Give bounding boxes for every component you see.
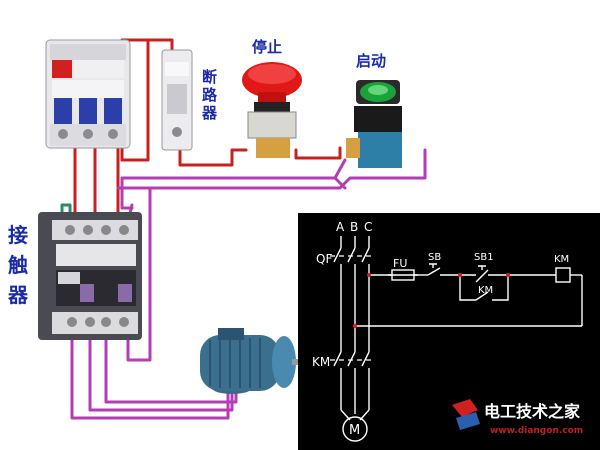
red-wire-control-c [120, 38, 150, 162]
stop-button[interactable] [242, 62, 302, 158]
red-wire-control-b [178, 146, 248, 167]
wires [60, 38, 427, 420]
contactor-label-3: 器 [7, 283, 29, 307]
sb-label: SB [428, 252, 441, 263]
start-button[interactable] [346, 80, 402, 168]
stop-label: 停止 [252, 38, 282, 56]
contactor [38, 212, 142, 340]
motor [200, 328, 306, 394]
control-breaker [161, 49, 193, 151]
main-breaker [45, 39, 131, 149]
magenta-wire-4 [126, 186, 152, 362]
magenta-wire-3 [333, 176, 347, 190]
start-label: 启动 [356, 52, 386, 70]
km-main-label: KM [312, 355, 330, 369]
motor-symbol-label: M [349, 423, 360, 438]
contactor-label-2: 触 [8, 253, 28, 277]
phase-a: A [336, 220, 345, 234]
contactor-label: 接 触 器 [7, 223, 29, 307]
breaker-label-3: 器 [201, 104, 218, 122]
km-coil-label: KM [554, 254, 569, 265]
km-aux-label: KM [478, 285, 493, 296]
red-wire-stop-start [294, 146, 342, 160]
breaker-label: 断 路 器 [201, 68, 218, 122]
qf-label: QF [316, 252, 332, 266]
watermark-url: www.diangon.com [490, 426, 583, 436]
phase-b: B [350, 220, 358, 234]
watermark: 电工技术之家 www.diangon.com [440, 393, 600, 438]
contactor-label-1: 接 [8, 223, 28, 247]
magenta-wire-2 [116, 148, 427, 190]
phase-c: C [364, 220, 372, 234]
magenta-wire-1 [120, 158, 347, 210]
watermark-title: 电工技术之家 [484, 402, 581, 421]
motor-wire-1 [70, 336, 230, 420]
sb1-label: SB1 [474, 252, 494, 263]
watermark-logo-icon [452, 399, 480, 430]
breaker-label-2: 路 [202, 86, 218, 104]
motor-wire-2 [88, 336, 234, 412]
fuse-label: FU [393, 257, 407, 270]
breaker-label-1: 断 [202, 68, 217, 86]
